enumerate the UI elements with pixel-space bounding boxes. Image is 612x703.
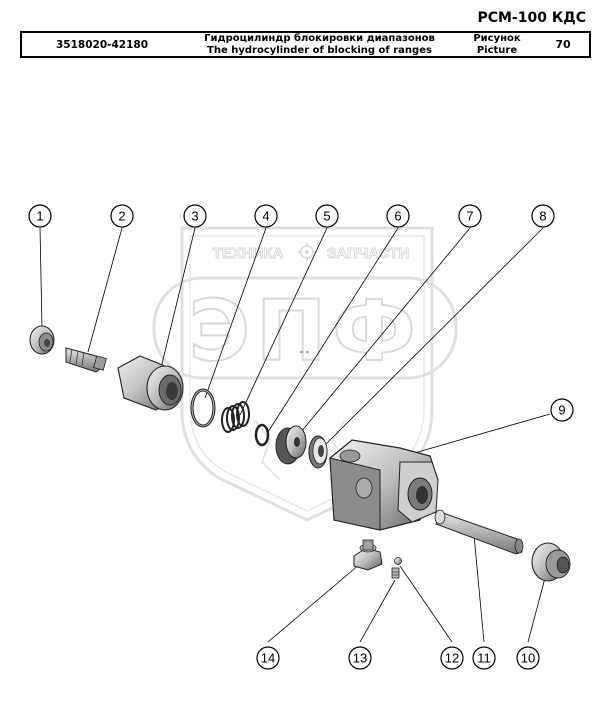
callout-label: 2 xyxy=(118,209,125,224)
part-5-spring xyxy=(221,401,250,433)
part-9-cylinder-body xyxy=(329,439,439,531)
callout-label: 10 xyxy=(521,651,535,666)
callout-11: 11 xyxy=(472,646,496,670)
callout-7: 7 xyxy=(458,204,482,228)
drawing-title: Гидроцилиндр блокировки диапазонов The h… xyxy=(182,33,457,56)
title-ru: Гидроцилиндр блокировки диапазонов xyxy=(204,32,435,44)
callout-circle xyxy=(110,204,134,228)
part-4-o-ring xyxy=(190,388,216,428)
watermark-text-right: ЗАПЧАСТИ xyxy=(327,245,409,262)
callout-label: 7 xyxy=(466,209,473,224)
callout-circle xyxy=(550,398,574,422)
part-1-plug xyxy=(29,325,55,355)
callout-label: 8 xyxy=(539,209,546,224)
part-2-fitting xyxy=(65,347,107,373)
picture-label: Рисунок Picture xyxy=(457,33,537,56)
part-7-piston xyxy=(275,425,307,465)
part-12-ball xyxy=(394,557,402,565)
part-3-cylinder-cap xyxy=(117,355,184,411)
watermark-logo: ЭПФ xyxy=(188,282,421,380)
part-11-pin xyxy=(434,509,524,555)
watermark: ТЕХНИКА ЗАПЧАСТИ ЭПФ xyxy=(152,226,458,522)
model-title: РСМ-100 КДС xyxy=(477,10,586,26)
callout-10: 10 xyxy=(516,646,540,670)
part-6-ring xyxy=(254,423,270,447)
callout-3: 3 xyxy=(183,204,207,228)
picture-label-en: Picture xyxy=(476,44,518,56)
callout-label: 9 xyxy=(558,403,565,418)
callout-1: 1 xyxy=(28,204,52,228)
callout-4: 4 xyxy=(254,204,278,228)
callout-label: 13 xyxy=(353,651,367,666)
picture-number: 70 xyxy=(555,37,571,51)
watermark-text-left: ТЕХНИКА xyxy=(213,245,284,262)
callout-label: 3 xyxy=(191,209,198,224)
callout-label: 4 xyxy=(262,209,269,224)
callout-12: 12 xyxy=(440,646,464,670)
callout-circle xyxy=(348,646,372,670)
callout-5: 5 xyxy=(315,204,339,228)
callout-label: 14 xyxy=(261,651,275,666)
callout-label: 5 xyxy=(323,209,330,224)
callout-2: 2 xyxy=(110,204,134,228)
part-number: 3518020-42180 xyxy=(55,38,149,51)
leader-lines xyxy=(39,227,551,643)
callout-6: 6 xyxy=(386,204,410,228)
callout-circle xyxy=(315,204,339,228)
part-8-washer xyxy=(308,435,328,469)
callout-circle xyxy=(531,204,555,228)
callout-circle xyxy=(386,204,410,228)
callout-label: 6 xyxy=(394,209,401,224)
callout-8: 8 xyxy=(531,204,555,228)
title-en: The hydrocylinder of blocking of ranges xyxy=(207,44,432,56)
callout-label: 11 xyxy=(477,651,491,666)
callout-13: 13 xyxy=(348,646,372,670)
callout-label: 12 xyxy=(445,651,459,666)
header-table: 3518020-42180 Гидроцилиндр блокировки ди… xyxy=(20,31,591,58)
callout-circle xyxy=(256,646,280,670)
part-13-spring-small xyxy=(391,567,400,579)
callout-14: 14 xyxy=(256,646,280,670)
callout-circle xyxy=(472,646,496,670)
callout-label: 1 xyxy=(36,209,43,224)
callout-circle xyxy=(458,204,482,228)
watermark-logo-frame xyxy=(152,276,458,380)
callout-9: 9 xyxy=(550,398,574,422)
part-10-plug xyxy=(531,542,571,582)
picture-label-ru: Рисунок xyxy=(473,32,521,44)
callout-circle xyxy=(183,204,207,228)
callout-circle xyxy=(254,204,278,228)
part-14-bolt xyxy=(353,539,383,571)
callout-circle xyxy=(28,204,52,228)
callout-circle xyxy=(516,646,540,670)
callout-circle xyxy=(440,646,464,670)
